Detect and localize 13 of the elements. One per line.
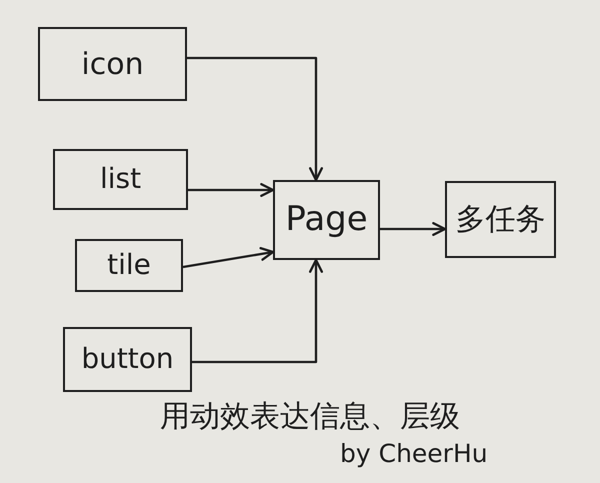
- arrow: [187, 56, 323, 182]
- author-text: by CheerHu: [340, 440, 488, 469]
- arrow: [380, 222, 446, 236]
- caption-text: 用动效表达信息、层级: [160, 400, 460, 434]
- arrow: [182, 247, 274, 268]
- process-box: Page: [273, 180, 380, 260]
- process-box: button: [63, 327, 192, 392]
- process-box: list: [53, 149, 188, 210]
- process-box: tile: [75, 239, 183, 292]
- arrow: [188, 183, 274, 197]
- process-box: 多任务: [445, 181, 556, 258]
- arrow: [192, 258, 323, 364]
- process-box: icon: [38, 27, 187, 101]
